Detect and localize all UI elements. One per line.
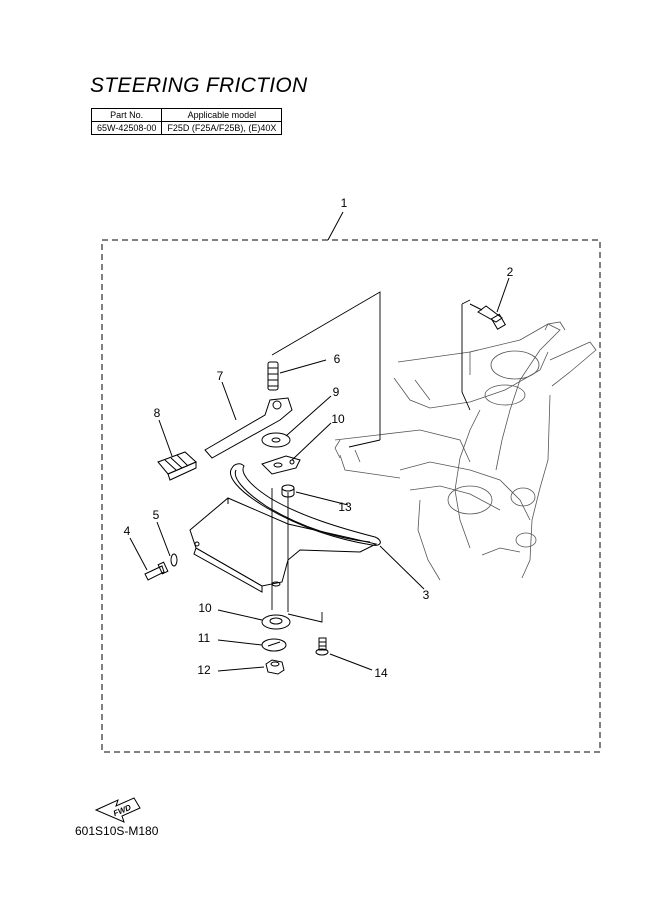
friction-lever (204, 397, 293, 459)
callout-10-lower: 10 (198, 601, 212, 615)
table-cell-part-no: 65W-42508-00 (90, 121, 163, 135)
bolt-4 (144, 561, 169, 581)
callout-14: 14 (374, 666, 388, 680)
callout-7: 7 (217, 369, 224, 383)
callout-8: 8 (154, 406, 161, 420)
diagram-code: 601S10S-M180 (75, 824, 159, 838)
table-row: 65W-42508-00 F25D (F25A/F25B), (E)40X (90, 121, 283, 135)
callout-5: 5 (153, 508, 160, 522)
washer-9 (261, 432, 291, 448)
table-cell-applicable-model: F25D (F25A/F25B), (E)40X (161, 121, 283, 135)
callout-9: 9 (333, 385, 340, 399)
lever-grip (157, 451, 197, 481)
collar (281, 484, 295, 498)
washer-10-lower (261, 614, 291, 630)
friction-band (230, 463, 381, 546)
fwd-arrow-icon (94, 797, 141, 823)
screw-14 (315, 637, 329, 656)
assembly-boundary (101, 239, 601, 753)
stud-bolt (267, 361, 279, 391)
callout-4: 4 (124, 524, 131, 538)
leader-lines (129, 277, 510, 672)
swivel-bracket-outline (334, 321, 597, 581)
page-title: STEERING FRICTION (90, 74, 308, 97)
applicable-model-table: Part No. Applicable model 65W-42508-00 F… (90, 108, 283, 135)
callout-13: 13 (338, 500, 352, 514)
callout-11: 11 (198, 631, 211, 645)
callout-1: 1 (341, 196, 348, 210)
grease-nipple (469, 303, 507, 330)
callout-2: 2 (507, 265, 514, 279)
washer-11 (261, 638, 287, 652)
washer-5 (170, 553, 178, 567)
leader-1 (327, 211, 344, 241)
friction-plate-upper (261, 455, 301, 475)
assembly-guide-lines (271, 291, 471, 623)
table-header-row: Part No. Applicable model (90, 108, 283, 122)
callout-3: 3 (423, 588, 430, 602)
callout-12: 12 (197, 663, 211, 677)
nut-12 (265, 659, 285, 675)
callout-10: 10 (331, 412, 345, 426)
callout-numbers: 1 2 3 4 5 6 7 8 9 10 10 11 12 13 14 FWD (112, 196, 514, 818)
friction-bracket-plate (189, 497, 378, 593)
callout-6: 6 (334, 352, 341, 366)
